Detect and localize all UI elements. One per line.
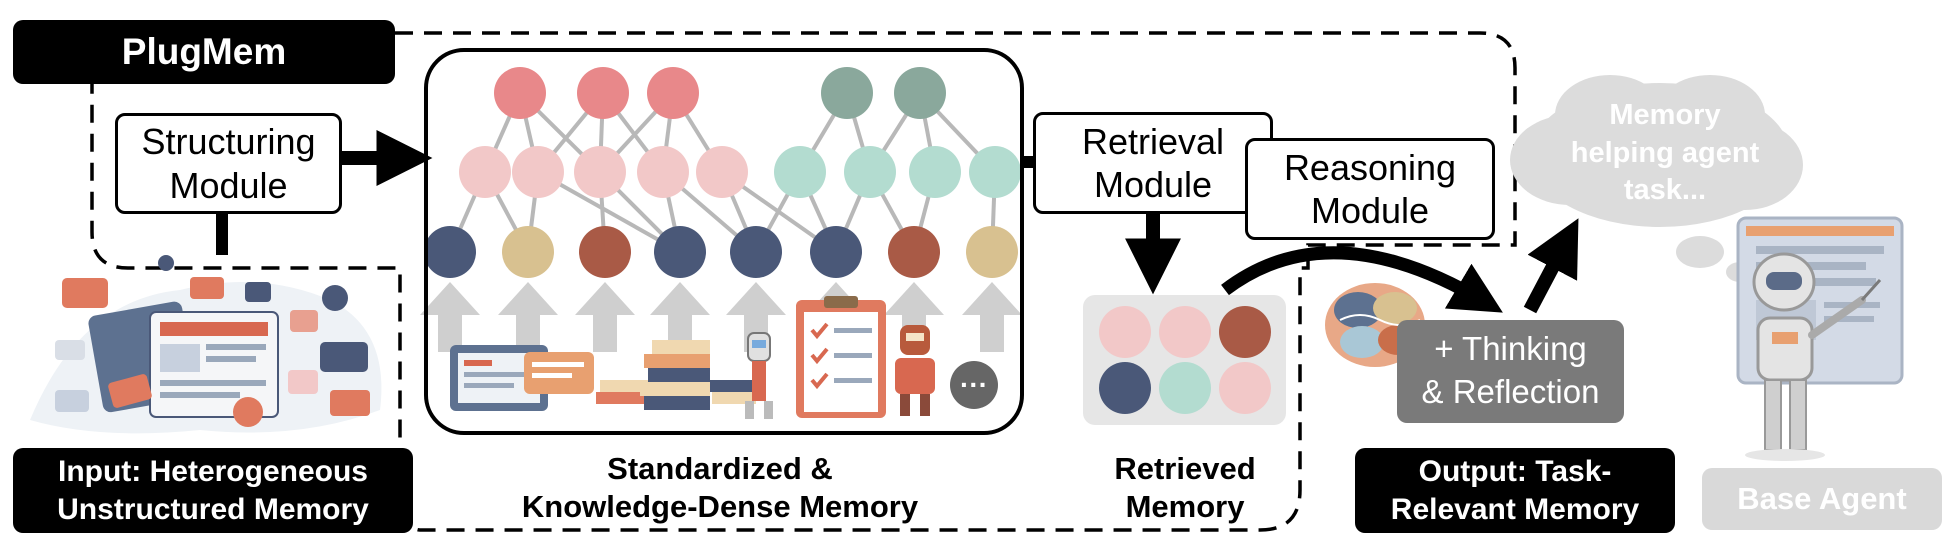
retrieved-node xyxy=(1219,362,1271,414)
reasoning-module: Reasoning Module xyxy=(1245,138,1495,240)
output-label: Output: Task- Relevant Memory xyxy=(1355,448,1675,533)
input-label-line2: Unstructured Memory xyxy=(57,492,369,526)
retrieved-caption: Retrieved Memory xyxy=(1080,450,1290,526)
thought-line1: Memory xyxy=(1609,99,1721,131)
plugmem-boundary xyxy=(90,31,1517,532)
reasoning-line2: Module xyxy=(1310,190,1430,231)
graph-node-bottom xyxy=(810,226,862,278)
graph-node-mid xyxy=(774,146,826,198)
base-agent-label: Base Agent xyxy=(1702,468,1942,530)
upward-arrows xyxy=(420,282,1022,352)
graph-node-top xyxy=(894,67,946,119)
graph-node-bottom xyxy=(654,226,706,278)
gray-up-arrow xyxy=(726,282,786,352)
plugmem-title-text: PlugMem xyxy=(121,31,287,72)
retrieved-node xyxy=(1219,306,1271,358)
gray-up-arrow xyxy=(884,282,944,352)
more-ellipsis: ··· xyxy=(960,369,988,400)
retrieval-module: Retrieval Module xyxy=(1033,112,1273,214)
graph-node-top xyxy=(494,67,546,119)
thinking-line2: & Reflection xyxy=(1421,372,1600,410)
retrieved-node xyxy=(1159,362,1211,414)
thought-line3: task... xyxy=(1623,174,1707,207)
thinking-line1: + Thinking xyxy=(1434,330,1587,367)
input-illustration xyxy=(30,255,382,434)
memory-graph-nodes xyxy=(424,67,1021,278)
structuring-line1: Structuring xyxy=(141,121,316,163)
graph-node-mid xyxy=(574,146,626,198)
graph-edge xyxy=(537,170,681,254)
graph-node-top xyxy=(647,67,699,119)
output-label-line1: Output: Task- xyxy=(1418,455,1612,488)
input-label-line1: Input: Heterogeneous xyxy=(57,455,368,488)
memory-illustrations: ··· xyxy=(450,296,998,419)
thought-line2: helping agent xyxy=(1570,136,1760,169)
retrieval-line2: Module xyxy=(1093,164,1213,205)
gray-up-arrow xyxy=(650,282,710,352)
retrieved-node xyxy=(1099,362,1151,414)
graph-node-bottom xyxy=(424,226,476,278)
graph-node-bottom xyxy=(966,226,1018,278)
gray-up-arrow xyxy=(575,282,635,352)
output-label-line2: Relevant Memory xyxy=(1390,492,1640,526)
retrieved-caption-line2: Memory xyxy=(1125,488,1245,524)
input-label: Input: Heterogeneous Unstructured Memory xyxy=(13,448,413,533)
graph-node-mid xyxy=(909,146,961,198)
retrieved-caption-line1: Retrieved xyxy=(1114,451,1256,486)
structuring-line2: Module xyxy=(169,164,288,206)
gray-up-arrow xyxy=(420,282,480,352)
graph-node-mid xyxy=(696,146,748,198)
reasoning-line1: Reasoning xyxy=(1283,146,1457,188)
graph-node-mid xyxy=(459,146,511,198)
memory-caption-line2: Knowledge-Dense Memory xyxy=(521,488,919,524)
gray-up-arrow xyxy=(962,282,1022,352)
output-arrow xyxy=(1523,218,1579,314)
retrieved-nodes xyxy=(1099,306,1271,414)
graph-node-bottom xyxy=(579,226,631,278)
retrieved-node xyxy=(1159,306,1211,358)
retrieval-line1: Retrieval xyxy=(1081,120,1225,162)
graph-node-mid xyxy=(844,146,896,198)
thought-text: Memory helping agent task... xyxy=(1530,97,1800,210)
reasoning-arrow xyxy=(1221,246,1503,313)
memory-box xyxy=(424,48,1024,435)
graph-node-mid xyxy=(969,146,1021,198)
graph-node-top xyxy=(577,67,629,119)
graph-node-top xyxy=(821,67,873,119)
thinking-text: + Thinking & Reflection xyxy=(1397,328,1624,414)
plugmem-title: PlugMem xyxy=(13,20,395,84)
gray-up-arrow xyxy=(498,282,558,352)
graph-node-bottom xyxy=(502,226,554,278)
graph-node-mid xyxy=(637,146,689,198)
memory-caption: Standardized & Knowledge-Dense Memory xyxy=(460,450,980,526)
robot-agent-icon xyxy=(1736,216,1904,461)
graph-node-bottom xyxy=(888,226,940,278)
graph-node-mid xyxy=(512,146,564,198)
base-agent-text: Base Agent xyxy=(1737,481,1907,516)
graph-node-bottom xyxy=(730,226,782,278)
memory-caption-line1: Standardized & xyxy=(607,451,833,486)
retrieved-node xyxy=(1099,306,1151,358)
structuring-module: Structuring Module xyxy=(115,113,342,214)
thinking-box xyxy=(1397,320,1624,423)
